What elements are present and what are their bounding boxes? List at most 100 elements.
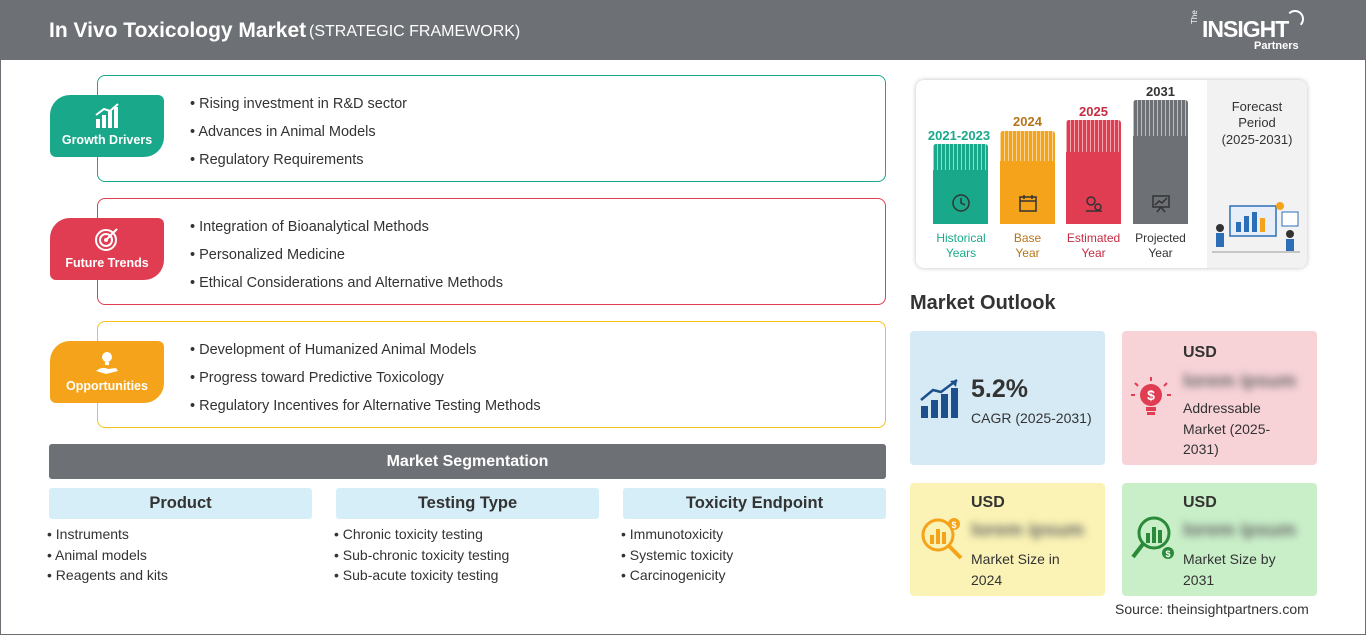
- page-title: In Vivo Toxicology Market: [49, 19, 307, 42]
- list-item: Reagents and kits: [47, 566, 168, 587]
- dollar-bulb-icon: $: [1131, 377, 1171, 415]
- future-trends-list: Integration of Bioanalytical Methods Per…: [190, 217, 503, 301]
- market-size-2031-card: $ USD lorem ipsum Market Size by 2031: [1122, 483, 1317, 596]
- list-item: Immunotoxicity: [621, 525, 733, 546]
- timeline-year-projected: 2031: [1146, 84, 1175, 99]
- list-item: Ethical Considerations and Alternative M…: [190, 273, 503, 301]
- timeline-bar-base: [1000, 131, 1055, 224]
- size2024-label-line: Market Size in: [971, 551, 1060, 567]
- growth-drivers-list: Rising investment in R&D sector Advances…: [190, 94, 407, 178]
- forecast-period-range: (2025-2031): [1221, 132, 1293, 147]
- future-trends-label: Future Trends: [65, 256, 149, 270]
- growth-chart-icon: [95, 103, 119, 128]
- market-size-2024-card: $ USD lorem ipsum Market Size in 2024: [910, 483, 1105, 596]
- list-item: Progress toward Predictive Toxicology: [190, 368, 541, 396]
- timeline-name-line: Year: [1081, 246, 1106, 260]
- size2024-label: Market Size in 2024: [971, 549, 1060, 590]
- addressable-label-line: 2031): [1183, 441, 1219, 457]
- list-item: Sub-acute toxicity testing: [334, 566, 509, 587]
- list-item: Integration of Bioanalytical Methods: [190, 217, 503, 245]
- target-icon: [95, 228, 118, 251]
- list-item: Rising investment in R&D sector: [190, 94, 407, 122]
- timeline-bar-estimated: [1066, 120, 1121, 224]
- logo-arc-icon: [1286, 10, 1304, 28]
- timeline-name-line: Years: [945, 246, 977, 260]
- size2031-usd: USD: [1183, 494, 1217, 511]
- future-trends-box: Integration of Bioanalytical Methods Per…: [97, 198, 886, 305]
- timeline-name-line: Estimated: [1066, 231, 1121, 245]
- lightbulb-hand-icon: [96, 352, 118, 374]
- timeline-name-projected: Projected Year: [1127, 231, 1194, 261]
- addressable-label: Addressable Market (2025- 2031): [1183, 398, 1270, 460]
- estimate-gears-icon: [1085, 196, 1102, 212]
- opportunities-badge: Opportunities: [50, 341, 164, 403]
- list-item: Development of Humanized Animal Models: [190, 340, 541, 368]
- timeline-bar-historical: [933, 144, 988, 224]
- segment-heading-product: Product: [49, 488, 312, 519]
- header-bar: In Vivo Toxicology Market (STRATEGIC FRA…: [0, 0, 1366, 60]
- growth-bar-arrow-icon: [920, 379, 958, 418]
- source-credit[interactable]: Source: theinsightpartners.com: [1115, 601, 1309, 617]
- market-segmentation-header: Market Segmentation: [49, 444, 886, 479]
- size2031-label-line: 2031: [1183, 571, 1215, 588]
- cagr-label: CAGR (2025-2031): [971, 410, 1092, 426]
- size2031-value: lorem ipsum: [1183, 520, 1296, 541]
- forecast-line: Forecast: [1231, 99, 1283, 114]
- page-subtitle: (STRATEGIC FRAMEWORK): [309, 23, 521, 40]
- list-item: Regulatory Requirements: [190, 150, 407, 178]
- magnifier-bars-icon: $: [1131, 516, 1174, 559]
- logo-sub-text: Partners: [1254, 40, 1299, 52]
- segment-list-product: Instruments Animal models Reagents and k…: [47, 525, 168, 587]
- market-outlook-title: Market Outlook: [910, 292, 1056, 314]
- list-item: Personalized Medicine: [190, 245, 503, 273]
- addressable-label-line: Market (2025-: [1183, 420, 1271, 437]
- logo-the: The: [1190, 10, 1199, 24]
- growth-drivers-box: Rising investment in R&D sector Advances…: [97, 75, 886, 182]
- calendar-icon: [1018, 195, 1037, 212]
- timeline-name-estimated: Estimated Year: [1060, 231, 1127, 261]
- svg-text:$: $: [1165, 549, 1170, 559]
- magnifier-chart-icon: $: [921, 518, 963, 560]
- timeline-year-base: 2024: [1013, 114, 1042, 129]
- segment-list-testing-type: Chronic toxicity testing Sub-chronic tox…: [334, 525, 510, 587]
- history-clock-icon: [951, 194, 970, 212]
- timeline-name-line: Year: [1148, 246, 1173, 260]
- timeline-name-historical: Historical Years: [922, 231, 1000, 261]
- timeline-year-historical: 2021-2023: [927, 128, 991, 143]
- list-item: Advances in Animal Models: [190, 122, 407, 150]
- timeline-name-base: Base Year: [996, 231, 1059, 261]
- size2024-label-line: 2024: [971, 571, 1003, 588]
- projection-board-icon: [1151, 195, 1170, 213]
- growth-drivers-label: Growth Drivers: [61, 133, 153, 147]
- insight-partners-logo[interactable]: The INSIGHT Partners: [1190, 10, 1310, 54]
- addressable-label-line: Addressable: [1183, 400, 1261, 416]
- list-item: Instruments: [47, 525, 168, 546]
- analytics-team-icon: [1212, 202, 1300, 253]
- logo-main-text: INSIGHT: [1202, 16, 1289, 42]
- segment-heading-toxicity-endpoint: Toxicity Endpoint: [623, 488, 886, 519]
- size2024-usd: USD: [971, 494, 1005, 511]
- list-item: Systemic toxicity: [621, 546, 733, 567]
- segment-heading-testing-type: Testing Type: [336, 488, 599, 519]
- opportunities-list: Development of Humanized Animal Models P…: [190, 340, 541, 424]
- list-item: Animal models: [47, 546, 168, 567]
- svg-text:$: $: [1147, 387, 1155, 403]
- timeline-name-line: Projected: [1135, 231, 1186, 245]
- addressable-market-card: $ USD lorem ipsum Addressable Market (20…: [1122, 331, 1317, 465]
- size2031-label: Market Size by 2031: [1183, 549, 1276, 590]
- size2031-label-line: Market Size by: [1183, 551, 1276, 567]
- list-item: Regulatory Incentives for Alternative Te…: [190, 396, 540, 424]
- size2024-value: lorem ipsum: [971, 520, 1084, 541]
- timeline-name-line: Base: [1013, 231, 1042, 245]
- timeline-year-estimated: 2025: [1079, 104, 1108, 119]
- forecast-period-label: Forecast Period: [1212, 99, 1302, 131]
- list-item: Chronic toxicity testing: [334, 525, 509, 546]
- addressable-usd: USD: [1183, 344, 1217, 361]
- opportunities-label: Opportunities: [66, 379, 148, 393]
- segment-list-toxicity-endpoint: Immunotoxicity Systemic toxicity Carcino…: [621, 525, 733, 587]
- future-trends-badge: Future Trends: [50, 218, 164, 280]
- forecast-line: Period: [1238, 115, 1276, 130]
- timeline-name-line: Year: [1015, 246, 1040, 260]
- list-item: Carcinogenicity: [621, 566, 733, 587]
- timeline-bar-projected: [1133, 100, 1188, 224]
